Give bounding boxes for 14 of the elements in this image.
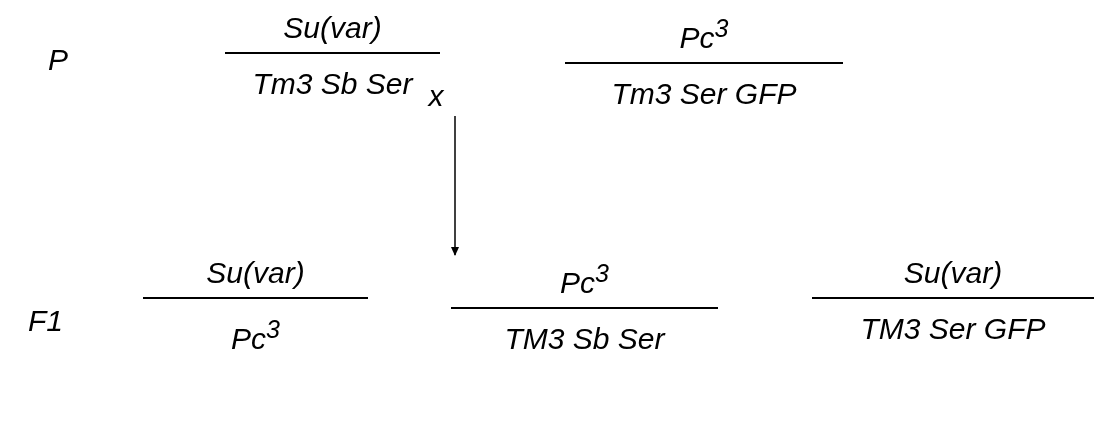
balancer-text: Tm3 Sb Ser	[252, 66, 413, 102]
balancer-text: TM3 Sb Ser	[504, 321, 665, 357]
allele-text: Su(var)	[206, 255, 305, 291]
balancer-text: Pc$^{3}$	[231, 314, 280, 357]
cross-symbol: x	[424, 78, 448, 114]
allele-text: Su(var)	[283, 10, 382, 46]
arrow	[451, 115, 459, 256]
generation-label: F1	[28, 303, 63, 339]
allele-text: Su(var)	[903, 255, 1003, 291]
allele-text: Pc$^{3}$	[560, 258, 609, 301]
balancer-text: Tm3 Ser GFP	[611, 76, 797, 112]
balancer-text: TM3 Ser GFP	[860, 311, 1046, 347]
generation-label: P	[48, 42, 68, 78]
allele-text: Pc$^{3}$	[679, 13, 729, 56]
